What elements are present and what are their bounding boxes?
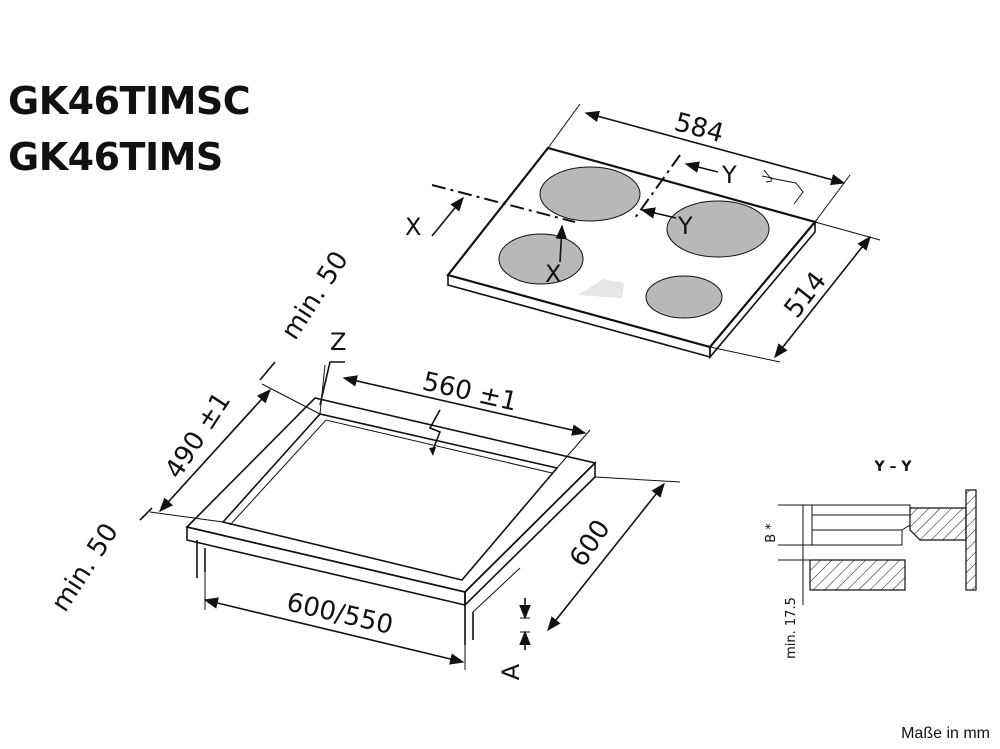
hob-section-profile — [811, 504, 911, 531]
section-arrow-x-right — [555, 224, 568, 263]
section-y-label-top: Y — [721, 161, 737, 189]
section-b-label: B * — [764, 523, 779, 543]
section-x-label-right: X — [545, 260, 561, 288]
section-arrow-y-bottom — [640, 207, 677, 219]
dim-line-hob-depth — [774, 235, 871, 359]
worktop-side-edge — [464, 461, 596, 607]
dim-line-cutout-width — [342, 375, 587, 436]
dim-line-clearance-back — [259, 361, 276, 381]
dim-line-cabinet-width — [203, 597, 465, 665]
worktop-front-edge — [186, 525, 466, 607]
dim-line-clearance-front — [139, 507, 153, 521]
cabinet-depth-label: 600 — [564, 515, 617, 573]
dim-line-cutout-depth — [159, 388, 271, 513]
cutout-opening — [221, 413, 559, 581]
section-x-label-left: X — [405, 213, 421, 241]
hob-width-label: 584 — [671, 107, 727, 149]
section-title: Y – Y — [873, 459, 912, 475]
cooking-zone-back-left — [539, 166, 641, 222]
hob-drawing: 584 514 X X Y Y — [405, 103, 881, 363]
marker-z-label: Z — [330, 328, 346, 356]
cutout-drawing: 560 ±1 490 ±1 min. 50 min. 50 Z 600/550 — [46, 246, 681, 680]
section-arrow-x-left — [431, 196, 464, 237]
control-indicator — [578, 279, 624, 298]
cooking-zone-front-left — [498, 233, 584, 285]
marker-a-label: A — [497, 663, 525, 680]
model-name-2: GK46TIMS — [8, 135, 223, 179]
section-arrow-y-top — [684, 161, 719, 173]
worktop-section-front — [809, 559, 906, 591]
dim-line-cabinet-depth — [547, 482, 665, 632]
model-name-1: GK46TIMSC — [8, 79, 251, 123]
electrical-connection-icon — [428, 409, 442, 453]
cooking-zone-front-right — [645, 275, 723, 319]
marker-z-leader — [319, 361, 345, 406]
dim-line-hob-width — [584, 110, 846, 186]
cable-end-icon — [761, 169, 773, 183]
units-note: Maße in mm — [901, 725, 990, 742]
worktop-section-back — [909, 507, 967, 541]
hob-depth-label: 514 — [779, 266, 833, 324]
power-cable — [769, 177, 804, 205]
cutout-width-label: 560 ±1 — [420, 367, 521, 418]
wall-section — [965, 489, 977, 591]
cooking-zone-back-right — [666, 200, 770, 258]
section-min-label: min. 17.5 — [784, 597, 799, 659]
clearance-front-label: min. 50 — [46, 518, 125, 617]
section-line-x — [431, 184, 576, 223]
section-line-y — [634, 154, 681, 219]
section-y-y-detail: Y – Y B * min. 17.5 — [764, 459, 977, 659]
section-y-label-bottom: Y — [677, 212, 693, 240]
